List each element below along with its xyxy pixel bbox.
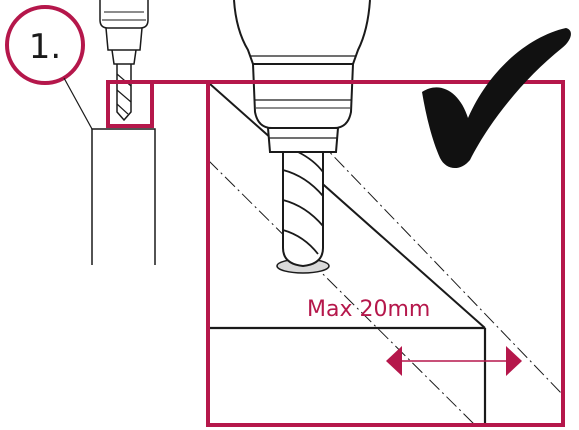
drill-bit <box>282 151 324 268</box>
overview-drill-bit <box>116 64 132 122</box>
drill-chuck <box>233 0 371 153</box>
dimension-arrowhead-left <box>386 346 402 376</box>
dimension-arrow <box>386 346 522 376</box>
overview-highlight-box <box>106 80 154 128</box>
overview-drill-nose <box>111 49 137 65</box>
workpiece-chamfer-edge <box>209 83 486 329</box>
dimension-arrowhead-right <box>506 346 522 376</box>
overview-leader-line <box>63 77 93 130</box>
dimension-label: Max 20mm <box>307 297 430 322</box>
step-badge-circle <box>5 5 85 85</box>
check-mark-icon <box>422 28 571 169</box>
step-badge: 1. <box>5 5 85 85</box>
overview-drill-collar <box>105 27 143 51</box>
step-number: 1. <box>29 27 61 67</box>
zoom-frame <box>206 80 565 427</box>
overview-drill-chuck <box>99 0 149 29</box>
centerline-upper <box>208 159 476 425</box>
overview-drawing <box>63 0 156 265</box>
zoom-detail: Max 20mm <box>152 0 565 427</box>
centerline-lower <box>317 139 563 396</box>
overview-workpiece <box>91 128 156 265</box>
